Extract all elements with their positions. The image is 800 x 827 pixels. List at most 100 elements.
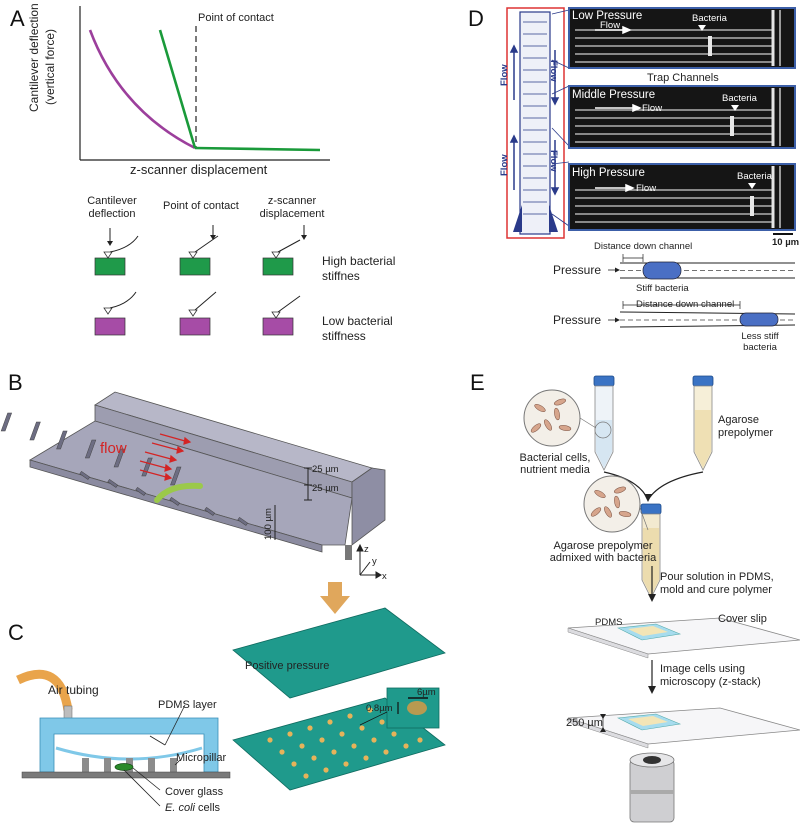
d-stiff-bacterium: [642, 261, 682, 280]
panel-letter-d: D: [468, 6, 484, 31]
e-pour-label-2: mold and cure polymer: [660, 584, 772, 596]
d-bacteria-3: Bacteria: [737, 171, 772, 182]
c-air-tubing-label: Air tubing: [48, 683, 99, 697]
e-cover-slip-label: Cover slip: [718, 613, 767, 625]
b-lower-traps: [79, 470, 249, 526]
e-agarose-label-2: prepolymer: [718, 427, 774, 439]
b-axis-x: x: [382, 571, 387, 582]
e-dim-250: 250 µm: [566, 717, 603, 729]
e-agarose-label-1: Agarose: [718, 414, 759, 426]
d-bacteria-2: Bacteria: [722, 93, 757, 104]
d-image-middle: [568, 85, 796, 149]
d-less-stiff-bacterium: [739, 312, 779, 327]
d-less-stiff-2: bacteria: [743, 342, 777, 353]
a-col1-label-1: Cantilever: [87, 195, 137, 207]
e-bacterial-label-2: nutrient media: [520, 464, 590, 476]
panel-letter-a: A: [10, 6, 25, 31]
d-high-pressure: High Pressure: [572, 167, 645, 179]
a-col1-label-2: deflection: [88, 208, 136, 220]
d-flow-2: Flow: [642, 103, 663, 114]
a-cantilever-1: [109, 235, 139, 253]
e-merge-arrowhead: [644, 494, 652, 502]
c-micropillar-label: Micropillar: [176, 752, 227, 764]
c-cover-glass-label: Cover glass: [165, 786, 224, 798]
a-tip-4: [103, 307, 113, 315]
b-flow-arrows: [139, 433, 192, 481]
b-dim-25-b: 25 µm: [312, 483, 339, 494]
c-ecoli-label: E. coli cells: [165, 802, 220, 815]
b-floor-edge: [29, 459, 323, 553]
c-pdms-plate: [232, 607, 446, 699]
d-pressure-2: Pressure: [553, 313, 602, 327]
d-image-high: [568, 163, 796, 231]
d-schematic-wedge-left: [513, 205, 522, 232]
d-distance-2: Distance down channel: [636, 299, 735, 310]
a-tip-5: [188, 309, 198, 317]
d-scale-label: 10 µm: [772, 237, 800, 248]
a-cantilever-2: [194, 235, 219, 253]
d-image-low: [568, 7, 796, 69]
c-dim-6-label: 6µm: [417, 687, 436, 698]
d-image-flow-arrows: [595, 25, 642, 193]
c-positive-pressure-label: Positive pressure: [245, 660, 330, 672]
e-bacterial-label-1: Bacterial cells,: [519, 452, 591, 464]
e-image-label-2: microscopy (z-stack): [660, 676, 761, 688]
e-bacteria-circle: [523, 389, 612, 447]
e-tube-mixed: [640, 503, 662, 599]
a-high-sample-3: [262, 257, 294, 276]
d-schematic-channel: [519, 11, 551, 235]
a-tip-6: [271, 311, 281, 319]
c-pressure-arrow: [320, 582, 350, 614]
a-tip-2: [188, 251, 198, 259]
e-image-label-1: Image cells using: [660, 663, 745, 675]
d-flow-3: Flow: [636, 183, 657, 194]
d-schematic-arrows: [509, 44, 560, 196]
d-stiff-label: Stiff bacteria: [636, 283, 689, 294]
a-low-sample-1: [94, 317, 126, 336]
d-distance-1: Distance down channel: [594, 241, 693, 252]
b-flow-label: flow: [100, 440, 127, 457]
e-pdms-label: PDMS: [595, 617, 623, 628]
a-col2-label: Point of contact: [163, 200, 239, 212]
b-axis-z: z: [364, 544, 369, 555]
a-low-sample-2: [179, 317, 211, 336]
b-axis-y: y: [372, 556, 377, 567]
d-schematic-wedge-right: [549, 205, 558, 232]
e-pour-label-1: Pour solution in PDMS,: [660, 571, 774, 583]
e-cover-slip-1: [567, 617, 800, 659]
a-row2-label-2: stiffness: [322, 329, 366, 343]
e-microscope-objective: [629, 752, 675, 823]
c-air-tubing: [16, 669, 73, 711]
d-bacteria-1: Bacteria: [692, 13, 727, 24]
d-trap-channels: Trap Channels: [647, 72, 719, 84]
a-row1-label-1: High bacterial: [322, 254, 396, 268]
c-dim-08-label: 0.8µm: [366, 703, 393, 714]
a-high-sample-1: [94, 257, 126, 276]
e-admixed-label-1: Agarose prepolymer: [553, 540, 653, 552]
a-row-high: [94, 235, 301, 276]
a-low-stiffness-curve: [88, 29, 196, 150]
d-less-stiff-1: Less stiff: [741, 331, 779, 342]
a-row1-label-2: stiffnes: [322, 269, 360, 283]
d-schematic-traps: [523, 21, 547, 215]
a-cantilever-5: [194, 291, 217, 311]
b-dim-25-a: 25 µm: [312, 464, 339, 475]
a-col3-label-2: displacement: [259, 208, 325, 220]
a-high-stiffness-curve: [158, 29, 197, 149]
e-mixed-circle: [583, 475, 649, 533]
c-ecoli-rest: cells: [194, 802, 221, 814]
a-tip-3: [271, 251, 281, 259]
b-upper-traps: [0, 412, 182, 486]
d-flow-1: Flow: [600, 20, 621, 31]
a-tip-1: [103, 251, 113, 259]
a-cantilever-3: [277, 239, 301, 253]
c-pdms-layer-label: PDMS layer: [158, 699, 217, 711]
d-middle-pressure: Middle Pressure: [572, 89, 656, 101]
c-ecoli-italic: E. coli: [165, 802, 195, 814]
d-low-pressure: Low Pressure: [572, 10, 643, 22]
